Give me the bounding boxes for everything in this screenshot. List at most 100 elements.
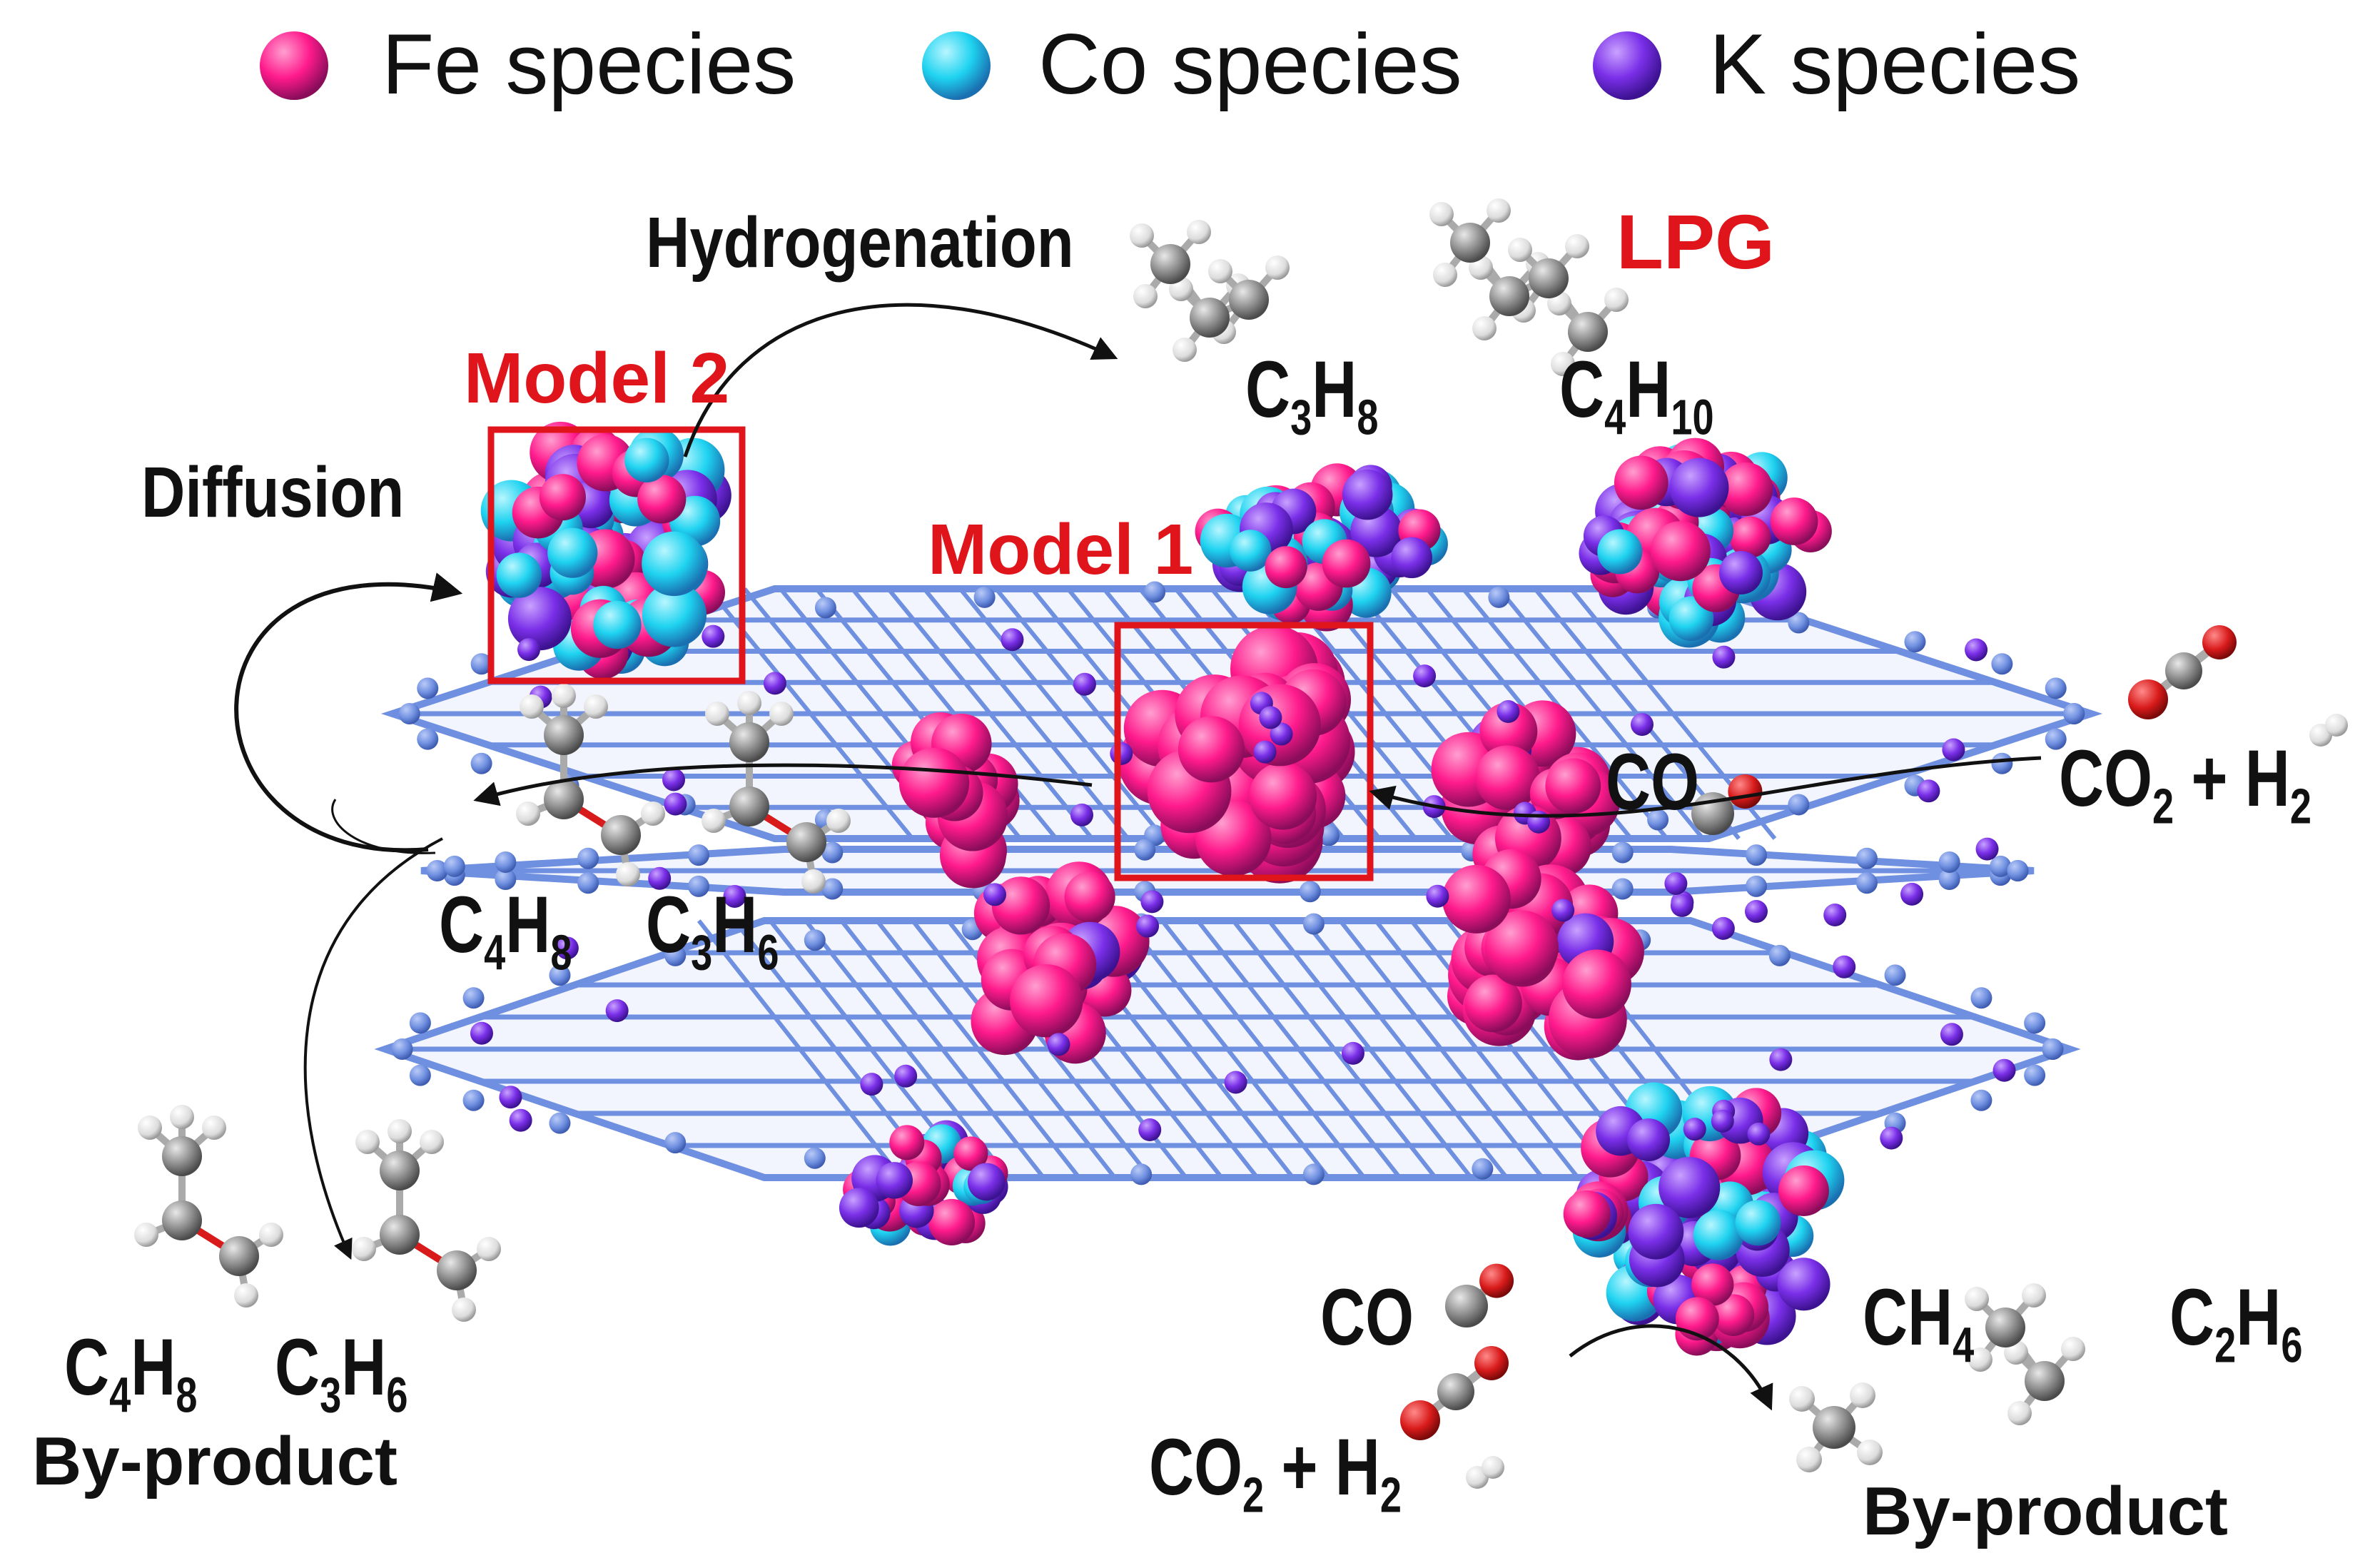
scattered-k-atom bbox=[1140, 890, 1164, 914]
graphene-sheet-top-node bbox=[2063, 703, 2085, 724]
cluster-lower-left-atom bbox=[991, 876, 1050, 935]
cluster-lower-right-atom bbox=[1484, 910, 1559, 985]
cluster-model-2-atom bbox=[507, 587, 572, 651]
hydrogen-atom bbox=[1857, 1440, 1883, 1465]
graphene-sheet-top-node bbox=[1144, 581, 1166, 603]
methane-molecule bbox=[1789, 1382, 1883, 1472]
graphene-sheet-bottom-node bbox=[1884, 964, 1906, 986]
cluster-bottom-right-atom bbox=[1712, 1294, 1755, 1336]
hydrogen-atom bbox=[452, 1298, 476, 1322]
butene-molecule-mid bbox=[516, 684, 665, 886]
graphene-sheet-bottom-node bbox=[1302, 913, 1325, 935]
hydrogenation-label: Hydrogenation bbox=[646, 203, 1074, 283]
scattered-k-atom bbox=[1711, 1109, 1734, 1133]
cluster-bottom-left-atom bbox=[967, 1163, 1006, 1201]
diffusion-return-line bbox=[331, 799, 436, 854]
carbon-atom bbox=[1229, 280, 1269, 320]
cluster-top-right-atom bbox=[1650, 521, 1711, 582]
graphene-sheet-bottom-col bbox=[1231, 919, 1437, 1179]
cluster-bottom-right-atom bbox=[1628, 1203, 1684, 1260]
diffusion-arrow bbox=[234, 572, 463, 853]
cluster-bottom-left-atom bbox=[953, 1136, 988, 1171]
scattered-k-atom bbox=[1712, 645, 1736, 669]
hydrogen-atom bbox=[1173, 338, 1197, 362]
cluster-model-2-atom bbox=[637, 475, 687, 524]
cluster-model-2-atom bbox=[624, 437, 669, 482]
scattered-k-atom bbox=[499, 1086, 522, 1109]
scattered-k-atom bbox=[1900, 882, 1924, 906]
graphene-sheet-middle-node bbox=[1990, 855, 2012, 877]
graphene-sheet-top-node bbox=[417, 677, 439, 699]
scattered-k-atom bbox=[894, 1064, 918, 1088]
hydrogen-atom bbox=[1604, 288, 1629, 312]
hydrogen-atom bbox=[584, 694, 608, 719]
legend-dots bbox=[260, 31, 1661, 100]
graphene-sheet-middle-node bbox=[688, 875, 710, 897]
hydrogen-atom bbox=[355, 1130, 380, 1154]
reaction-arrows bbox=[234, 303, 2042, 1411]
cluster-model-2-atom bbox=[642, 582, 707, 647]
cluster-bottom-right-atom bbox=[1735, 1200, 1781, 1246]
hydrogen-atom bbox=[1551, 352, 1575, 376]
model-2-label: Model 2 bbox=[464, 338, 730, 418]
hydrogen-atom bbox=[520, 694, 544, 719]
hydrogen-atom bbox=[705, 702, 729, 726]
graphene-sheet-top-col bbox=[958, 587, 1166, 840]
scattered-k-atom bbox=[860, 1073, 883, 1096]
cluster-bottom-right-atom bbox=[1691, 1263, 1734, 1306]
cluster-bottom-right-atom bbox=[1563, 1190, 1611, 1238]
diffusion-label: Diffusion bbox=[141, 452, 405, 532]
hydrogen-atom bbox=[138, 1116, 162, 1140]
cluster-model-2-atom bbox=[593, 600, 642, 649]
graphene-sheet-middle-node bbox=[1855, 872, 1878, 894]
graphene-sheet-bottom-col bbox=[697, 919, 903, 1179]
scattered-k-atom bbox=[1630, 713, 1654, 737]
scattered-k-atom bbox=[517, 638, 541, 662]
hydrogen-atom bbox=[234, 1283, 258, 1307]
formula-ch4: CH4 bbox=[1863, 1273, 1975, 1373]
graphene-sheet-middle-node bbox=[426, 860, 448, 881]
hydrogen-atom bbox=[202, 1116, 226, 1140]
scattered-k-atom bbox=[1833, 955, 1856, 978]
graphene-sheet-bottom-node bbox=[462, 1089, 485, 1111]
byproduct-drop-arrow bbox=[303, 837, 443, 1260]
graphene-sheet-top-node bbox=[1991, 653, 2013, 675]
cluster-top-middle-atom bbox=[1230, 530, 1272, 572]
graphene-sheet-bottom-node bbox=[2024, 1012, 2046, 1034]
scattered-k-atom bbox=[509, 1108, 532, 1132]
scattered-k-atom bbox=[605, 999, 629, 1023]
scattered-k-atom bbox=[1253, 740, 1277, 764]
cluster-right-inner-atom bbox=[1545, 758, 1601, 814]
hydrogen-atom bbox=[1789, 1386, 1815, 1412]
hydrogen-atom bbox=[259, 1223, 283, 1247]
graphene-sheet-bottom-col bbox=[1195, 919, 1402, 1179]
hydrogen-atom bbox=[1965, 1287, 1989, 1311]
cluster-top-right-atom bbox=[1770, 497, 1818, 545]
carbon-atom bbox=[162, 1200, 202, 1240]
carbon-atom bbox=[601, 815, 641, 855]
scattered-k-atom bbox=[1047, 1033, 1070, 1056]
hydrogen-atom bbox=[769, 702, 794, 726]
graphene-sheet-top-node bbox=[1788, 612, 1810, 634]
hydrogenation-arrow bbox=[683, 303, 1118, 457]
butane-molecule bbox=[1429, 198, 1629, 376]
scattered-k-atom bbox=[1940, 1023, 1963, 1046]
legend-fe-dot bbox=[260, 31, 328, 100]
scattered-k-atom bbox=[1992, 1058, 2016, 1082]
graphene-sheet-middle-node bbox=[1299, 881, 1321, 903]
scattered-k-atom bbox=[1341, 1041, 1364, 1065]
hydrogen-atom bbox=[352, 1237, 376, 1261]
co-mid-label: CO bbox=[1606, 737, 1700, 826]
scattered-k-atom bbox=[763, 672, 786, 695]
graphene-sheet-bottom-node bbox=[664, 944, 687, 966]
graphene-sheet-middle-node bbox=[821, 878, 844, 900]
butene-molecule-left bbox=[134, 1105, 283, 1307]
hydrogen-atom bbox=[1508, 238, 1532, 262]
hydrogen-atom bbox=[1487, 198, 1511, 223]
scattered-k-atom bbox=[1073, 672, 1096, 696]
hydrogen-atom bbox=[801, 869, 826, 894]
propene-molecule-left bbox=[352, 1119, 501, 1322]
graphene-sheet-bottom-col bbox=[875, 919, 1081, 1179]
